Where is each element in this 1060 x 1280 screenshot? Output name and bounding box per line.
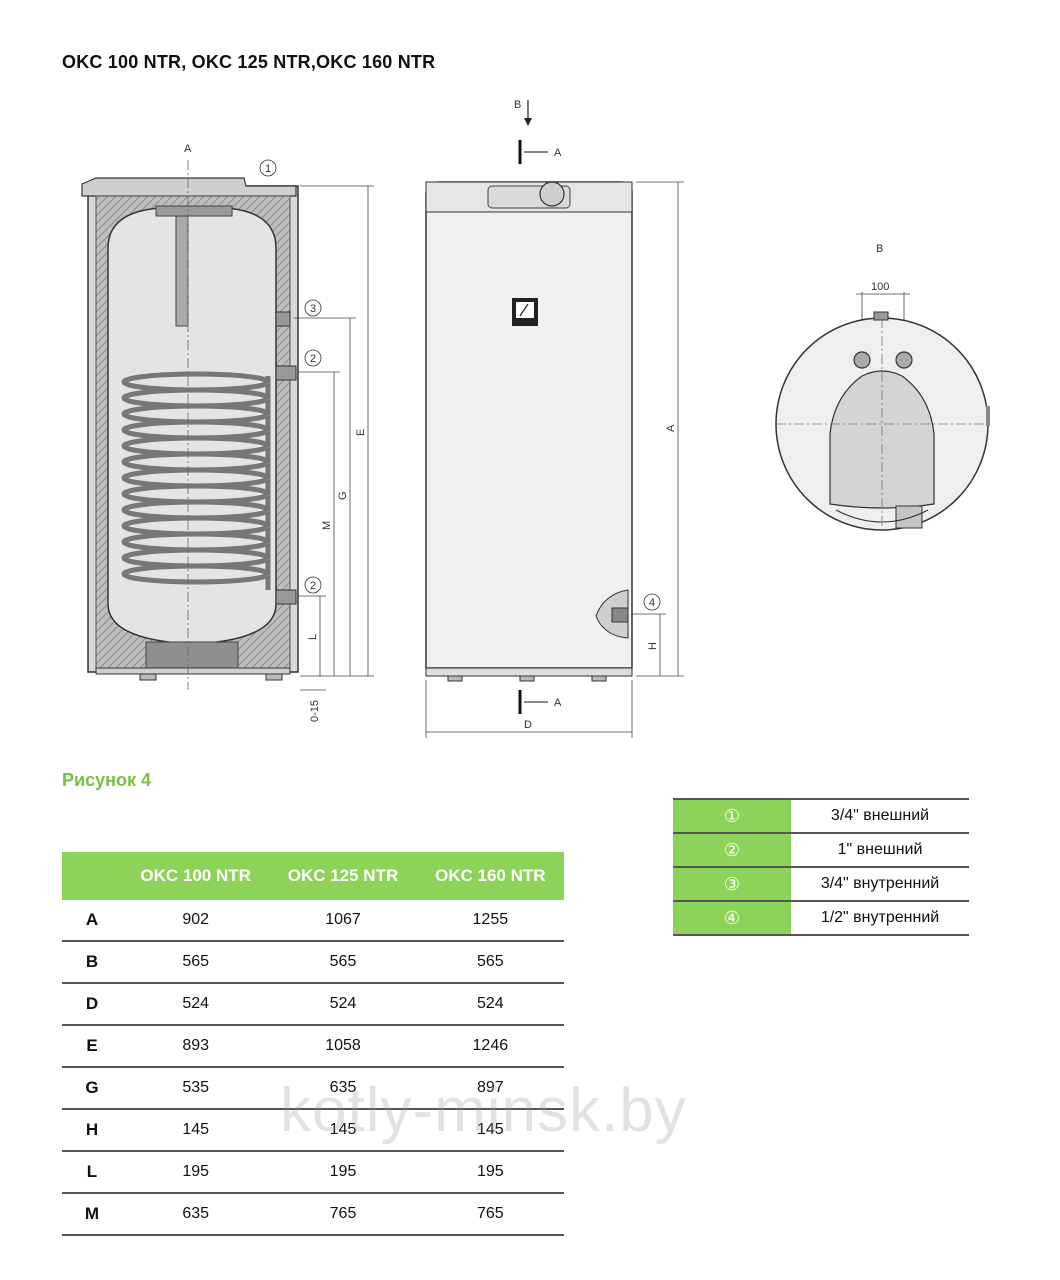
connection-description: 1/2" внутренний [791,901,969,936]
front-view: B A A 4 A H [425,99,684,738]
table-cell: 1067 [269,900,417,942]
table-cell: 565 [122,941,270,984]
header-okc-100: OKC 100 NTR [122,852,270,900]
table-cell: 145 [122,1109,270,1152]
dim-m-label: M [321,521,333,530]
header-okc-160: OKC 160 NTR [416,852,564,900]
table-row: G 535 635 897 [62,1067,564,1110]
table-cell: 145 [269,1109,417,1152]
table-cell: 1058 [269,1025,417,1068]
connection-2-marker-lower: 2 [310,580,316,592]
dim-a-label: A [665,424,677,432]
table-cell: 535 [122,1067,270,1110]
section-a-bottom-label: A [554,697,562,709]
legend-row: ④ 1/2" внутренний [673,900,969,936]
table-header-row: OKC 100 NTR OKC 125 NTR OKC 160 NTR [62,852,564,900]
legend-row: ① 3/4" внешний [673,798,969,834]
row-label: G [62,1067,122,1110]
table-row: E 893 1058 1246 [62,1025,564,1068]
table-row: B 565 565 565 [62,941,564,984]
connections-legend: ① 3/4" внешний ② 1" внешний ③ 3/4" внутр… [673,798,969,936]
connection-number: ④ [673,900,791,936]
dim-h-label: H [647,642,659,650]
table-cell: 565 [416,941,564,984]
view-b-arrow-label: B [514,99,521,111]
table-cell: 635 [122,1193,270,1236]
dim-g-label: G [337,491,349,500]
section-a-label: A [184,143,192,155]
table-cell: 565 [269,941,417,984]
connection-number: ① [673,798,791,834]
table-cell: 1255 [416,900,564,942]
connection-number: ③ [673,866,791,902]
table-cell: 635 [269,1067,417,1110]
section-a-top-label: A [554,147,562,159]
table-row: H 145 145 145 [62,1109,564,1152]
connection-description: 1" внешний [791,833,969,868]
table-cell: 145 [416,1109,564,1152]
table-cell: 195 [122,1151,270,1194]
table-cell: 893 [122,1025,270,1068]
header-okc-125: OKC 125 NTR [269,852,417,900]
table-cell: 524 [122,983,270,1026]
row-label: B [62,941,122,984]
table-row: D 524 524 524 [62,983,564,1026]
dimensions-table: OKC 100 NTR OKC 125 NTR OKC 160 NTR A 90… [62,852,564,1236]
header-corner [62,852,122,900]
row-label: A [62,900,122,942]
row-label: H [62,1109,122,1152]
connection-description: 3/4" внутренний [791,867,969,902]
technical-drawing: A E G M L 0-15 1 3 2 2 [81,99,990,738]
table-cell: 765 [269,1193,417,1236]
dim-100-label: 100 [871,281,889,293]
legend-row: ③ 3/4" внутренний [673,866,969,902]
table-row: M 635 765 765 [62,1193,564,1236]
table-cell: 524 [416,983,564,1026]
top-view-b: B 100 [775,243,990,531]
row-label: M [62,1193,122,1236]
connection-3-marker: 3 [310,303,316,315]
connection-1-marker: 1 [265,163,271,175]
connection-4-marker: 4 [649,597,655,609]
dim-d-label: D [524,719,532,731]
row-label: D [62,983,122,1026]
dim-e-label: E [355,429,367,436]
table-row: A 902 1067 1255 [62,900,564,942]
figure-caption: Рисунок 4 [62,770,151,790]
table-cell: 765 [416,1193,564,1236]
connection-2-marker-upper: 2 [310,353,316,365]
legend-row: ② 1" внешний [673,832,969,868]
row-label: E [62,1025,122,1068]
dim-l-label: L [307,634,319,640]
table-cell: 195 [269,1151,417,1194]
section-view: A E G M L 0-15 1 3 2 2 [81,143,374,722]
table-cell: 902 [122,900,270,942]
table-cell: 897 [416,1067,564,1110]
table-cell: 524 [269,983,417,1026]
table-cell: 1246 [416,1025,564,1068]
dim-0-15-label: 0-15 [309,700,321,722]
table-row: L 195 195 195 [62,1151,564,1194]
connection-description: 3/4" внешний [791,798,969,834]
row-label: L [62,1151,122,1194]
connection-number: ② [673,832,791,868]
page-title: OKC 100 NTR, OKC 125 NTR,OKC 160 NTR [62,52,436,72]
table-cell: 195 [416,1151,564,1194]
top-view-b-label: B [876,243,883,255]
